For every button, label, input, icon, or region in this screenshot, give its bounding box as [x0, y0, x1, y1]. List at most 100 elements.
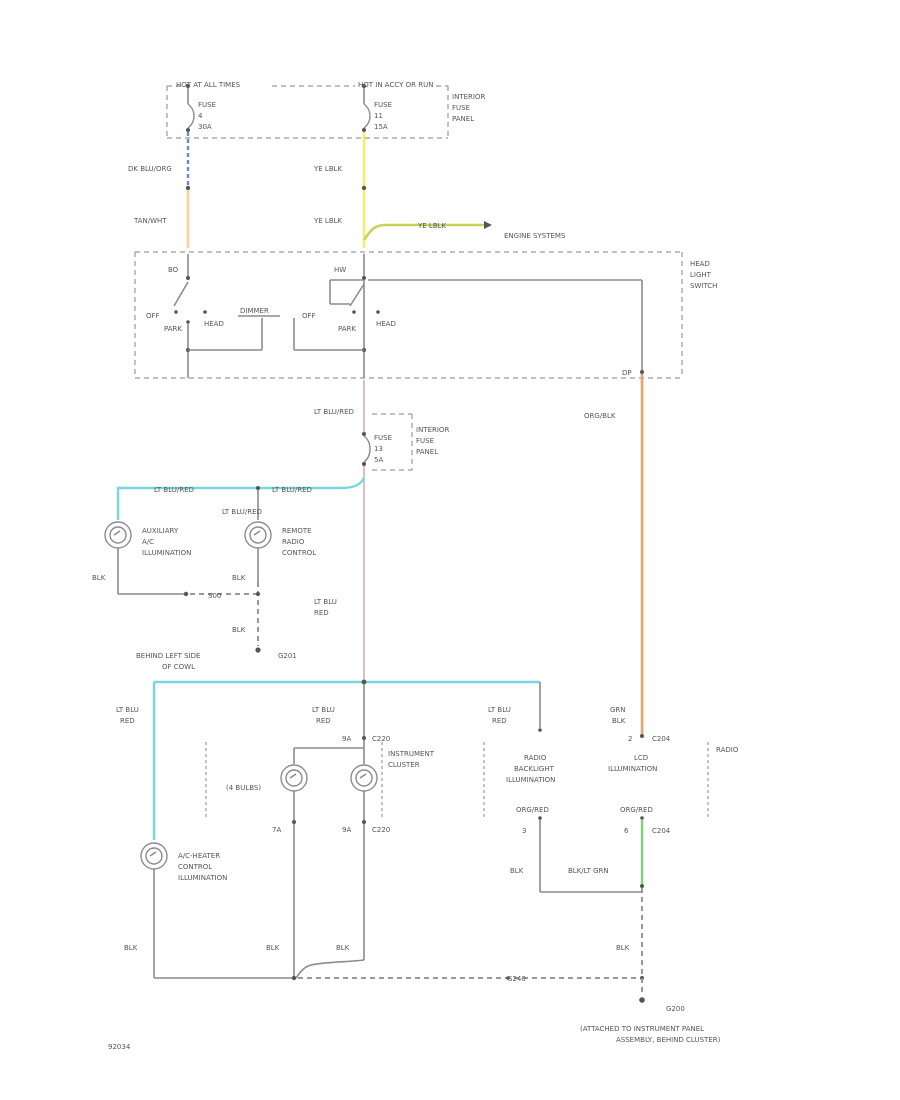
label-lcd-2: ILLUMINATION — [608, 765, 657, 773]
label-pin-9a-2: 9A — [342, 826, 351, 834]
label-blk-6: BLK — [266, 944, 280, 952]
label-g-b: G200 — [666, 1005, 685, 1013]
label-blk-8: BLK — [616, 944, 630, 952]
label-sw-park-1: PARK — [164, 325, 182, 333]
label-rrc-1: REMOTE — [282, 527, 312, 535]
label-ach-3: ILLUMINATION — [178, 874, 227, 882]
label-behind-1: BEHIND LEFT SIDE — [136, 652, 200, 660]
label-ifp2-2: FUSE — [416, 437, 434, 445]
label-aux-1: AUXILIARY — [142, 527, 179, 535]
label-ifp-3: PANEL — [452, 115, 474, 123]
label-sw-head-2: HEAD — [376, 320, 396, 328]
label-lt-blu-c: LT BLU — [488, 706, 511, 714]
label-ach-1: A/C-HEATER — [178, 852, 220, 860]
label-wire-lt-blu-red-4: LT BLU/RED — [222, 508, 262, 516]
label-rbi-1: RADIO — [524, 754, 547, 762]
label-pin-7a: 7A — [272, 826, 281, 834]
label-ifp2-3: PANEL — [416, 448, 438, 456]
label-grn-blk-1: GRN — [610, 706, 626, 714]
auxiliary-ac-illumination-bulb — [104, 521, 132, 549]
label-ic-2: CLUSTER — [388, 761, 420, 769]
label-c-204-1: C204 — [652, 735, 671, 743]
label-fuse-c-1: FUSE — [374, 434, 392, 442]
label-rbi-2: BACKLIGHT — [514, 765, 555, 773]
label-pin-6: 6 — [624, 827, 629, 835]
label-behind-2: OF COWL — [162, 663, 195, 671]
headlight-switch-left — [173, 254, 280, 378]
label-fuse-b-2: 11 — [374, 112, 383, 120]
label-hls-3: SWITCH — [690, 282, 717, 290]
ground-g201 — [255, 647, 261, 653]
instrument-cluster-bulb — [350, 764, 378, 792]
label-fuse-a-3: 30A — [198, 123, 212, 131]
label-wire-ye-blk-3: YE LBLK — [417, 222, 447, 230]
label-fuse-b-1: FUSE — [374, 101, 392, 109]
label-c-220-2: C220 — [372, 826, 390, 834]
label-pin-9a-1: 9A — [342, 735, 351, 743]
ground-g200 — [639, 997, 645, 1003]
label-wire-ye-blk-1: YE LBLK — [313, 165, 343, 173]
label-fuse-c-2: 13 — [374, 445, 383, 453]
label-rrc-3: CONTROL — [282, 549, 316, 557]
label-org-red-1: ORG/RED — [516, 806, 549, 814]
label-bulbs-4: (4 BULBS) — [226, 784, 261, 792]
label-red-c: RED — [492, 717, 507, 725]
label-page-code: 92034 — [108, 1043, 131, 1051]
label-rrc-2: RADIO — [282, 538, 305, 546]
label-ifp-2: FUSE — [452, 104, 470, 112]
label-lt-blu-b: LT BLU — [312, 706, 335, 714]
label-blk-4: BLK — [510, 867, 524, 875]
label-ach-2: CONTROL — [178, 863, 212, 871]
label-pin-2: 2 — [628, 735, 632, 743]
label-rbi-3: ILLUMINATION — [506, 776, 555, 784]
label-sw-dimmer: DIMMER — [240, 307, 269, 315]
label-attach-1: (ATTACHED TO INSTRUMENT PANEL — [580, 1025, 704, 1033]
label-aux-3: ILLUMINATION — [142, 549, 191, 557]
label-lcd-1: LCD — [634, 754, 648, 762]
label-fuse-c-3: 5A — [374, 456, 383, 464]
label-attach-2: ASSEMBLY, BEHIND CLUSTER) — [616, 1036, 721, 1044]
label-sw-off-1: OFF — [146, 312, 160, 320]
engine-systems-arrow — [484, 221, 492, 229]
label-wire-dk-blu-org: DK BLU/ORG — [128, 165, 172, 173]
label-ifp2-1: INTERIOR — [416, 426, 449, 434]
label-blk-lt-grn: BLK/LT GRN — [568, 867, 609, 875]
label-g-a: G201 — [278, 652, 297, 660]
ac-heater-control-illumination-bulb — [140, 842, 168, 870]
label-blk-5: BLK — [124, 944, 138, 952]
label-fuse-a-1: FUSE — [198, 101, 216, 109]
headlight-switch-right — [293, 254, 644, 378]
label-wire-tan-wht: TAN/WHT — [133, 217, 167, 225]
fuse-4 — [186, 84, 195, 132]
label-s-splice-2: S240 — [508, 975, 526, 983]
label-c-220-1: C220 — [372, 735, 390, 743]
label-wire-ye-blk-2: YE LBLK — [313, 217, 343, 225]
label-hls-1: HEAD — [690, 260, 710, 268]
label-sw-off-2: OFF — [302, 312, 316, 320]
headlight-switch-box — [134, 251, 683, 379]
fuse-11 — [362, 84, 371, 132]
label-wire-lt-blu-red-3: LT BLU/RED — [272, 486, 312, 494]
label-red-b: RED — [316, 717, 331, 725]
label-wire-org-blk: ORG/BLK — [584, 412, 616, 420]
label-blk-2: BLK — [232, 574, 246, 582]
label-ifp-1: INTERIOR — [452, 93, 485, 101]
label-blk-1: BLK — [92, 574, 106, 582]
interior-fuse-panel-top — [166, 85, 449, 139]
label-lt-blu-a: LT BLU — [116, 706, 139, 714]
label-pin-3: 3 — [522, 827, 526, 835]
wire-lt-blu-red-cyan — [116, 477, 366, 520]
label-wire-lt-blu-red-5b: RED — [314, 609, 329, 617]
label-wire-lt-blu-red-5a: LT BLU — [314, 598, 337, 606]
label-engine-systems: ENGINE SYSTEMS — [504, 232, 566, 240]
label-wire-lt-blu-red-2: LT BLU/RED — [154, 486, 194, 494]
label-sw-bo: BO — [168, 266, 179, 274]
fuse-13 — [362, 435, 371, 466]
label-org-red-2: ORG/RED — [620, 806, 653, 814]
label-wire-lt-blu-red-1: LT BLU/RED — [314, 408, 354, 416]
label-sw-park-2: PARK — [338, 325, 356, 333]
label-s-splice-1: S00 — [208, 592, 221, 600]
label-blk-3: BLK — [232, 626, 246, 634]
label-hot-at-all-times: HOT AT ALL TIMES — [176, 81, 241, 89]
